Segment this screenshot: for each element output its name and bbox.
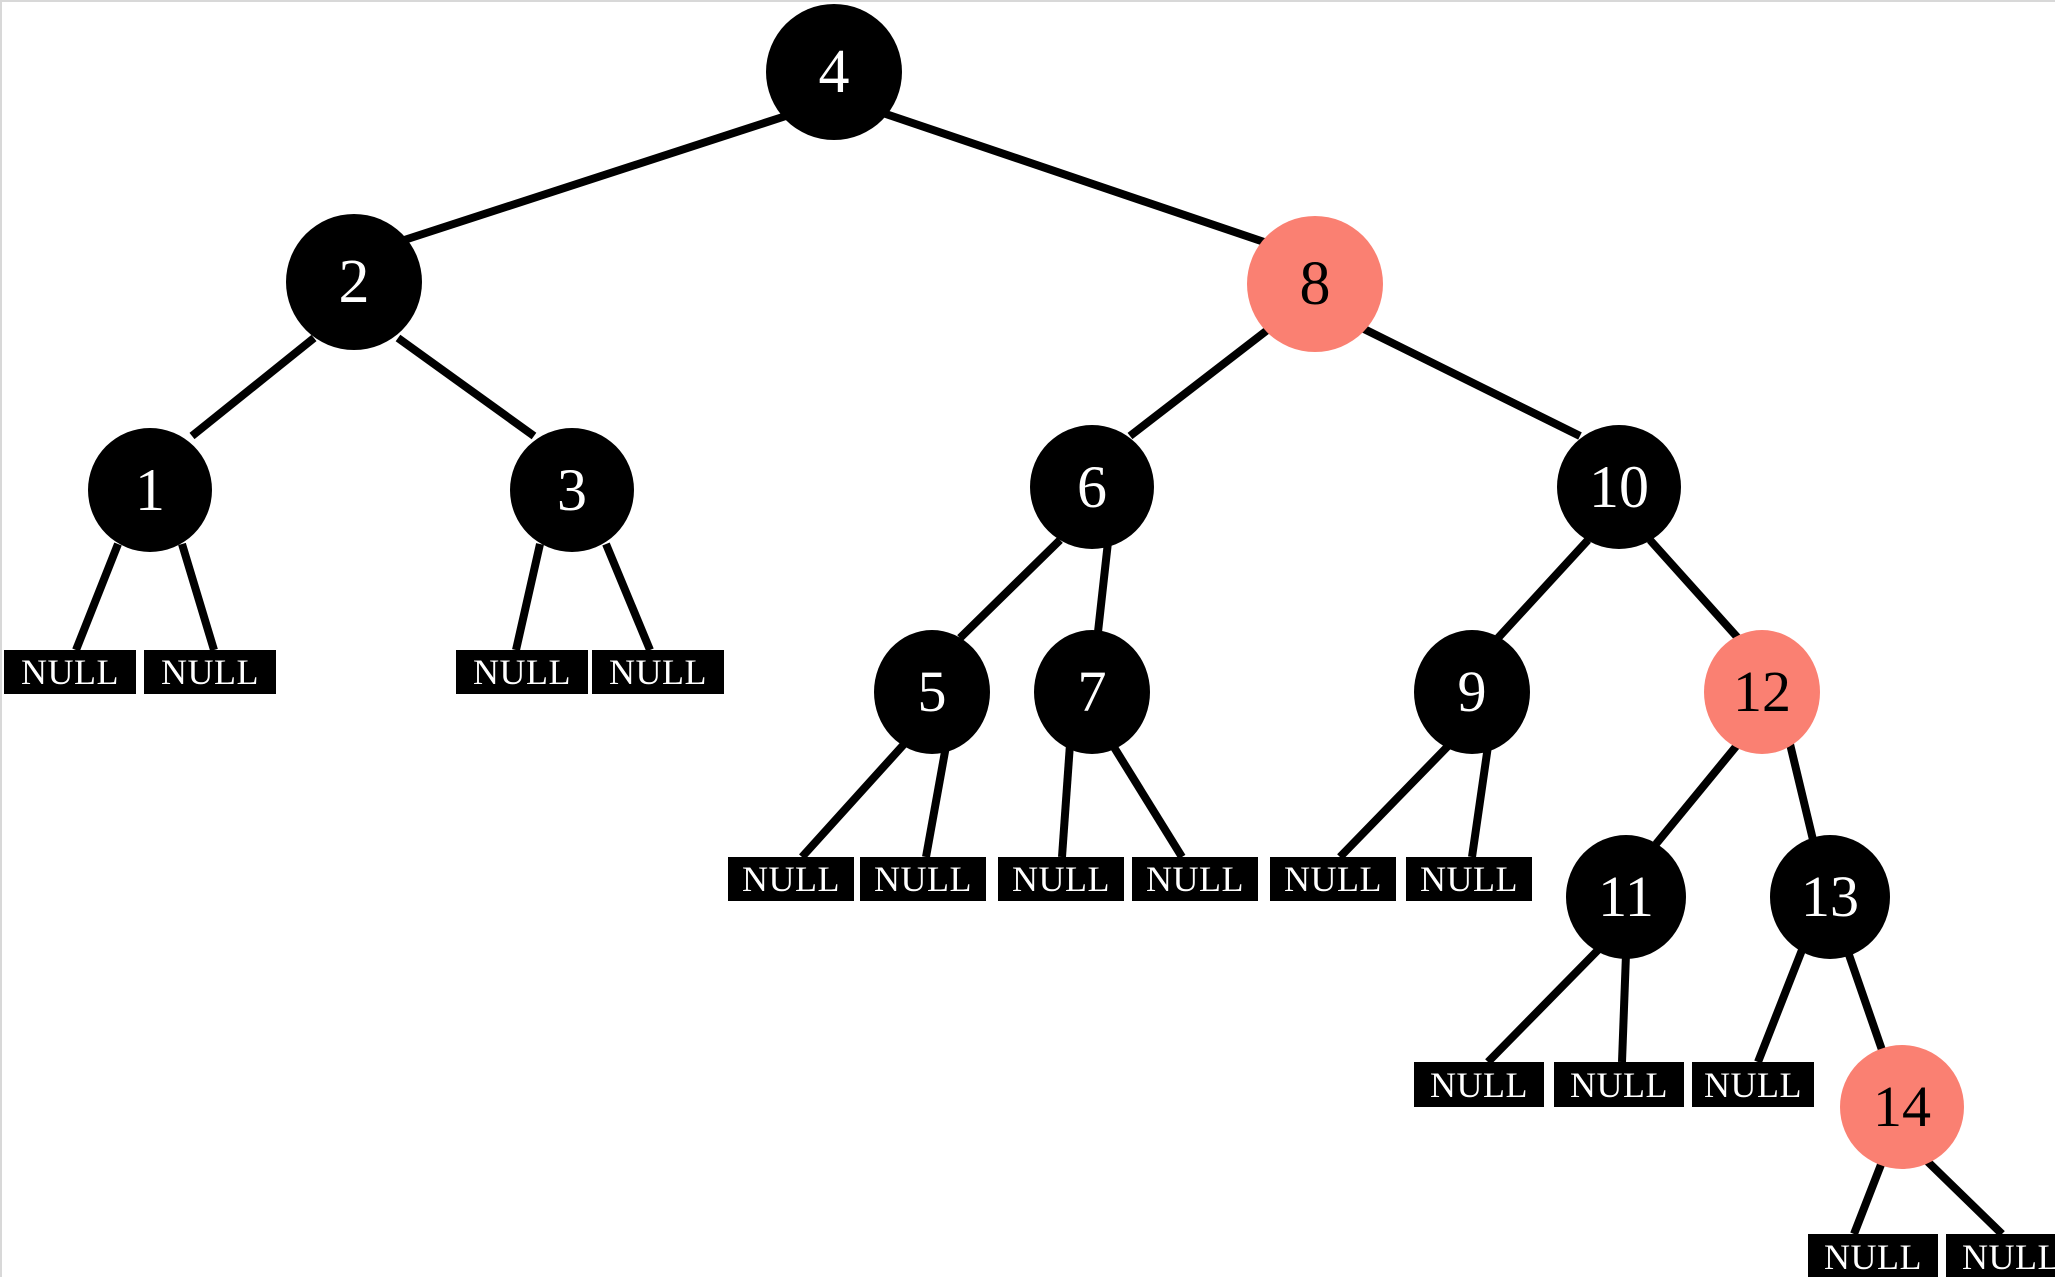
null-leaf-box: NULL	[456, 650, 588, 694]
tree-node-label: 10	[1589, 454, 1649, 520]
tree-edge	[878, 108, 1272, 248]
tree-edge	[799, 739, 909, 860]
tree-edge	[1485, 947, 1601, 1065]
null-leaf-label: NULL	[1012, 859, 1110, 899]
tree-edge	[1360, 324, 1582, 440]
null-leaf-box: NULL	[4, 650, 136, 694]
null-leaf-label: NULL	[1570, 1064, 1668, 1105]
tree-edge	[1647, 537, 1741, 641]
tree-edge	[1094, 541, 1112, 633]
tree-edge	[1754, 948, 1806, 1064]
null-leaf-box: NULL	[1270, 857, 1396, 901]
tree-edge	[178, 542, 218, 652]
tree-node-5[interactable]: 5	[874, 630, 990, 754]
null-leaf-box: NULL	[1414, 1062, 1544, 1107]
tree-node-label: 3	[557, 457, 587, 523]
tree-node-12[interactable]: 12	[1704, 630, 1820, 754]
tree-edge	[395, 334, 537, 440]
null-leaf-label: NULL	[1962, 1236, 2055, 1277]
tree-node-label: 2	[338, 248, 370, 316]
null-leaf-box: NULL	[1692, 1062, 1814, 1107]
null-leaf-box: NULL	[860, 857, 986, 901]
tree-edge	[1108, 741, 1186, 860]
null-leaf-box: NULL	[592, 650, 724, 694]
tree-node-4[interactable]: 4	[766, 4, 902, 140]
null-leaf-box: NULL	[144, 650, 276, 694]
null-leaf-box: NULL	[1946, 1234, 2055, 1277]
tree-node-label: 14	[1873, 1074, 1931, 1139]
tree-node-2[interactable]: 2	[286, 214, 422, 350]
tree-edge	[1127, 324, 1273, 440]
null-leaf-box: NULL	[1808, 1234, 1938, 1277]
null-leaf-label: NULL	[1420, 859, 1518, 899]
tree-edge	[957, 537, 1063, 641]
tree-node-label: 7	[1077, 659, 1107, 724]
tree-node-6[interactable]: 6	[1030, 425, 1154, 549]
null-leaf-box: NULL	[1554, 1062, 1684, 1107]
null-leaf-label: NULL	[21, 652, 119, 692]
tree-node-label: 9	[1457, 659, 1487, 724]
null-leaf-label: NULL	[609, 652, 707, 692]
tree-edge	[189, 334, 317, 440]
null-leaf-label: NULL	[1824, 1236, 1922, 1277]
tree-edge	[1844, 950, 1886, 1052]
tree-node-label: 6	[1077, 454, 1107, 520]
tree-edge	[922, 745, 950, 858]
tree-node-14[interactable]: 14	[1840, 1045, 1964, 1169]
tree-edge	[1495, 537, 1591, 641]
null-leaf-box: NULL	[728, 857, 854, 901]
tree-edge	[1652, 741, 1742, 847]
tree-node-label: 5	[917, 659, 947, 724]
tree-edge	[512, 543, 544, 651]
tree-node-11[interactable]: 11	[1566, 835, 1686, 959]
tree-edge	[602, 542, 654, 652]
tree-edge	[1337, 741, 1453, 860]
tree-edge	[1618, 953, 1630, 1063]
tree-node-label: 1	[135, 457, 165, 523]
tree-node-1[interactable]: 1	[88, 428, 212, 552]
tree-node-9[interactable]: 9	[1414, 630, 1530, 754]
tree-edge	[1923, 1157, 2005, 1237]
tree-node-label: 11	[1598, 864, 1654, 929]
tree-edge	[1058, 743, 1074, 858]
null-leaf-label: NULL	[1430, 1064, 1528, 1105]
tree-node-label: 8	[1299, 250, 1331, 318]
tree-edge	[72, 542, 122, 652]
null-leaf-box: NULL	[1132, 857, 1258, 901]
tree-edge	[1850, 1160, 1886, 1236]
null-leaf-label: NULL	[1704, 1064, 1802, 1105]
null-leaf-box: NULL	[998, 857, 1124, 901]
tree-node-8[interactable]: 8	[1247, 216, 1383, 352]
tree-node-10[interactable]: 10	[1557, 425, 1681, 549]
tree-node-7[interactable]: 7	[1034, 630, 1150, 754]
tree-node-label: 13	[1801, 864, 1859, 929]
null-leaf-label: NULL	[742, 859, 840, 899]
tree-node-label: 4	[818, 38, 850, 106]
tree-edge	[1468, 745, 1492, 858]
tree-edge	[1786, 743, 1818, 845]
tree-edge	[390, 110, 794, 248]
null-leaf-label: NULL	[161, 652, 259, 692]
tree-node-3[interactable]: 3	[510, 428, 634, 552]
null-leaf-box: NULL	[1406, 857, 1532, 901]
null-leaf-label: NULL	[1146, 859, 1244, 899]
null-leaf-label: NULL	[473, 652, 571, 692]
null-leaf-label: NULL	[1284, 859, 1382, 899]
null-leaf-label: NULL	[874, 859, 972, 899]
tree-node-13[interactable]: 13	[1770, 835, 1890, 959]
tree-node-label: 12	[1733, 659, 1791, 724]
